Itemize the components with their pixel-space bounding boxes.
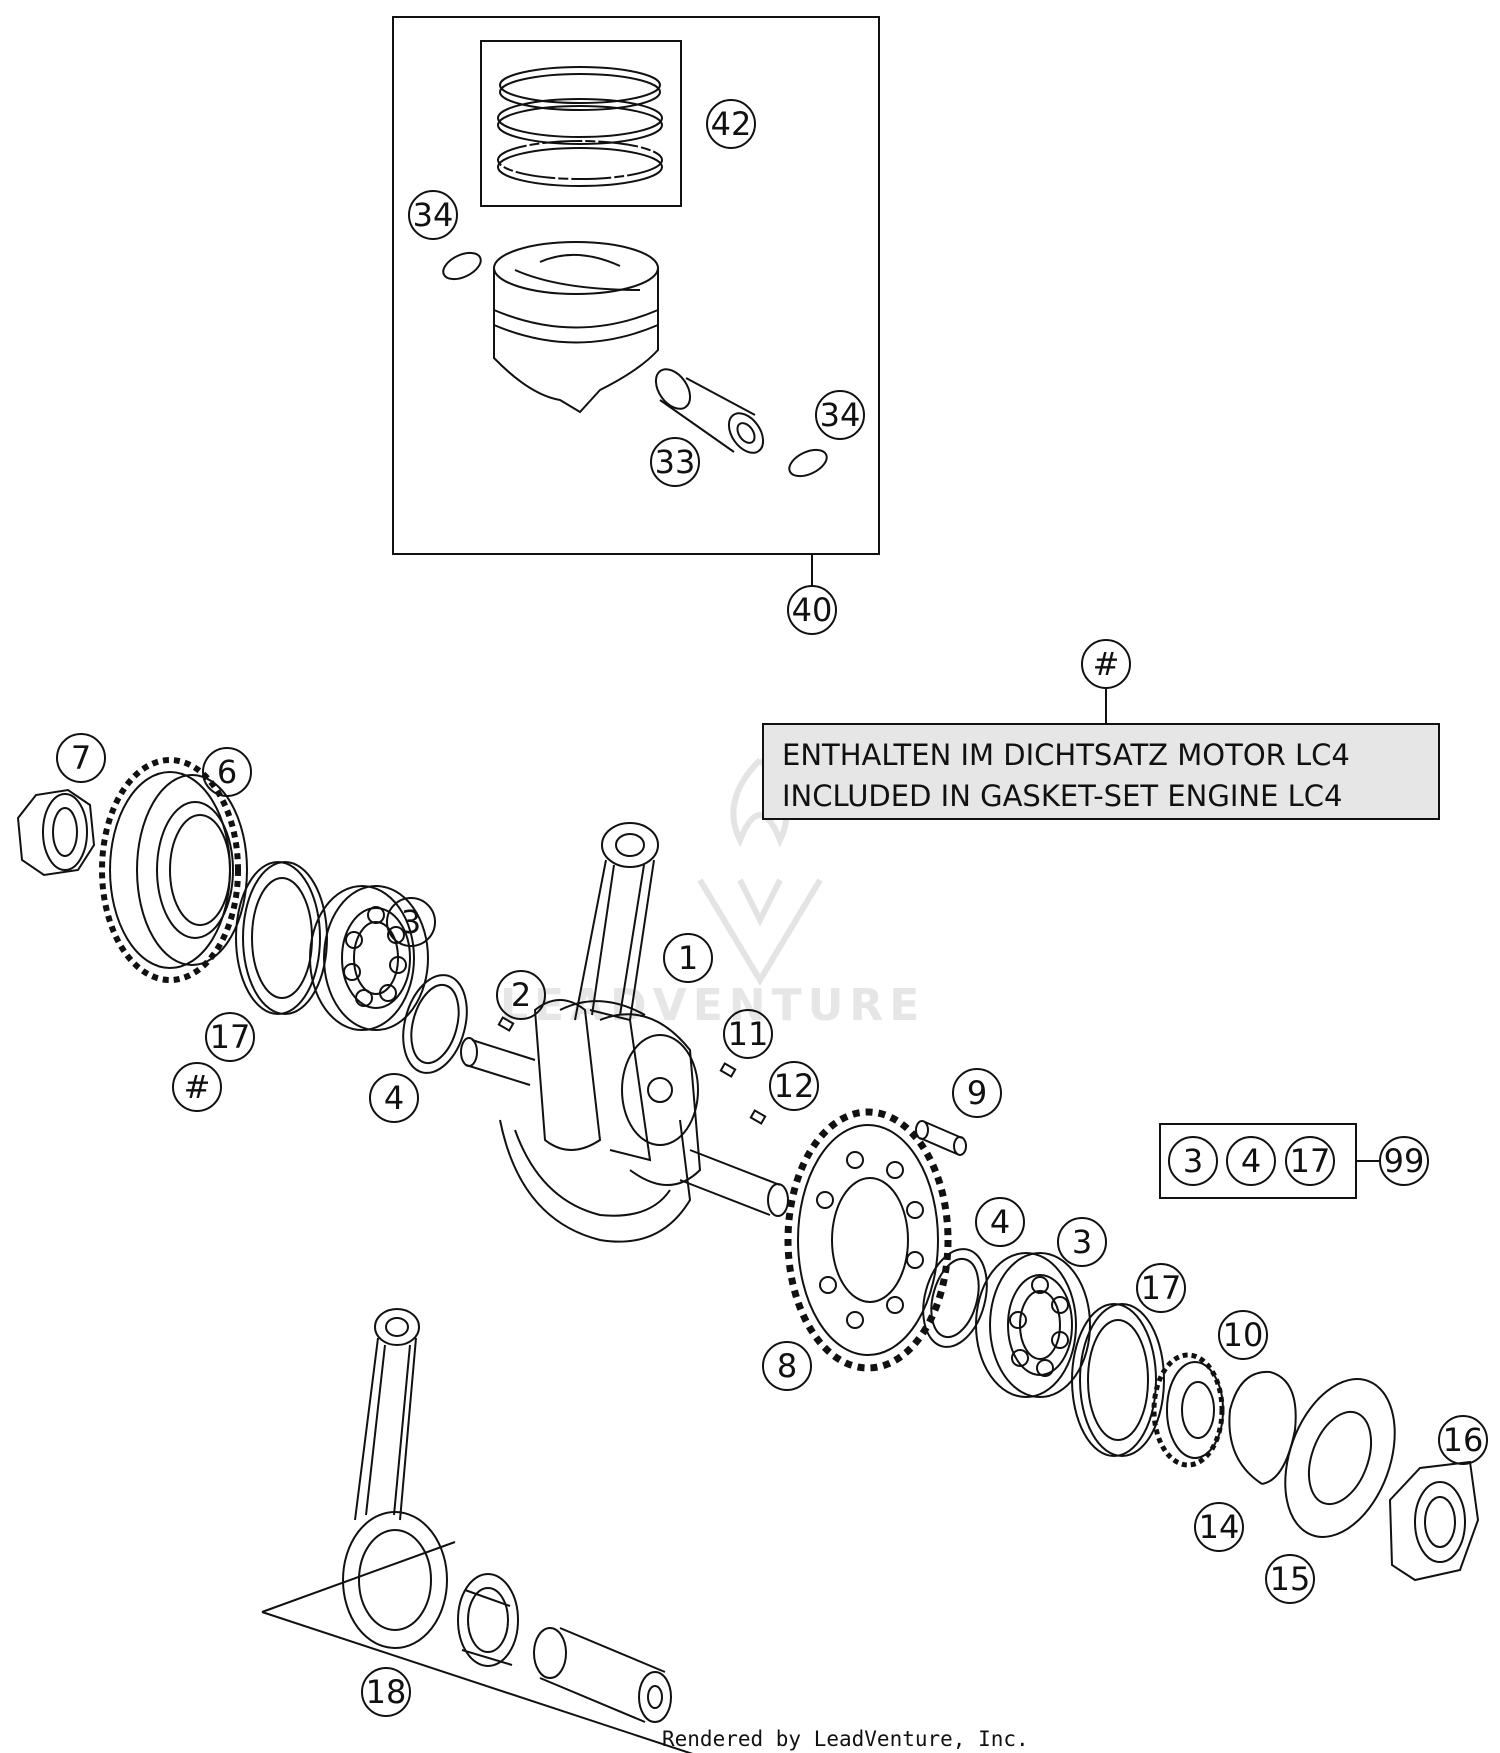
small-gear-drawing: [1151, 1352, 1225, 1468]
callout-6: 6: [217, 753, 237, 791]
circlip-drawing: [788, 448, 828, 478]
connecting-rod-drawing: [559, 822, 659, 1021]
key-drawing: [497, 1016, 515, 1032]
callout-4: 4: [384, 1079, 404, 1117]
nut-drawing: [16, 788, 96, 877]
callout-3: 3: [1072, 1223, 1092, 1261]
gear-drawing: [99, 757, 248, 983]
callout-hash: #: [1093, 645, 1120, 683]
sprocket-drawing: [784, 1108, 952, 1372]
key-drawing: [719, 1062, 737, 1078]
callout-99: 99: [1384, 1142, 1425, 1180]
callout-34: 34: [820, 396, 861, 434]
callout-33: 33: [655, 443, 696, 481]
callout-hash: #: [184, 1068, 211, 1106]
callout-42: 42: [711, 105, 752, 143]
callout-16: 16: [1443, 1421, 1484, 1459]
callout-3: 3: [401, 903, 421, 941]
crankshaft-drawing: [460, 999, 789, 1243]
kit-callout-17: 17: [1290, 1142, 1331, 1180]
callout-40: 40: [792, 591, 833, 629]
callout-18: 18: [366, 1673, 407, 1711]
kit-callout-4: 4: [1241, 1142, 1261, 1180]
note-line-german: ENTHALTEN IM DICHTSATZ MOTOR LC4: [782, 738, 1350, 772]
callout-7: 7: [71, 739, 91, 777]
callout-9: 9: [967, 1074, 987, 1112]
washer-drawing: [1284, 1378, 1396, 1538]
callout-labels: 42 34 34 33 40 # 7 6 3 1 2 17 # 4 11 12 …: [71, 105, 1484, 1711]
piston-rings-drawing: [497, 66, 663, 187]
callout-1: 1: [678, 939, 698, 977]
callout-17: 17: [1141, 1269, 1182, 1307]
kit-callout-3: 3: [1183, 1142, 1203, 1180]
callout-15: 15: [1270, 1560, 1311, 1598]
callout-4: 4: [990, 1203, 1010, 1241]
callout-17: 17: [210, 1018, 251, 1056]
callout-12: 12: [774, 1067, 815, 1105]
callout-circles: [56, 99, 1488, 1717]
dowel-pin-drawing: [915, 1120, 967, 1156]
shaft-seal-drawing: [1071, 1303, 1165, 1457]
note-box: [762, 723, 1440, 820]
callout-10: 10: [1223, 1316, 1264, 1354]
conrod-kit-drawing: [261, 1308, 694, 1753]
rendered-by-footer: Rendered by LeadVenture, Inc.: [662, 1727, 1029, 1751]
ball-bearing-drawing: [309, 885, 429, 1031]
piston-kit-frame: [392, 16, 880, 555]
callout-2: 2: [511, 976, 531, 1014]
callout-8: 8: [777, 1347, 797, 1385]
shim-drawing: [402, 974, 468, 1074]
callout-14: 14: [1199, 1508, 1240, 1546]
piston-drawing: [493, 241, 659, 414]
piston-rings-frame: [480, 40, 682, 207]
watermark-text: LEADVENTURE: [500, 980, 925, 1031]
key-drawing: [749, 1109, 767, 1125]
shaft-seal-drawing: [235, 861, 328, 1015]
callout-11: 11: [728, 1015, 769, 1053]
ball-bearing-drawing: [975, 1252, 1091, 1398]
shim-drawing: [922, 1248, 988, 1348]
callout-34: 34: [413, 196, 454, 234]
piston-pin-drawing: [654, 368, 765, 454]
hex-nut-drawing: [1388, 1460, 1480, 1582]
circlip-drawing: [442, 251, 482, 281]
note-line-english: INCLUDED IN GASKET-SET ENGINE LC4: [782, 779, 1342, 813]
